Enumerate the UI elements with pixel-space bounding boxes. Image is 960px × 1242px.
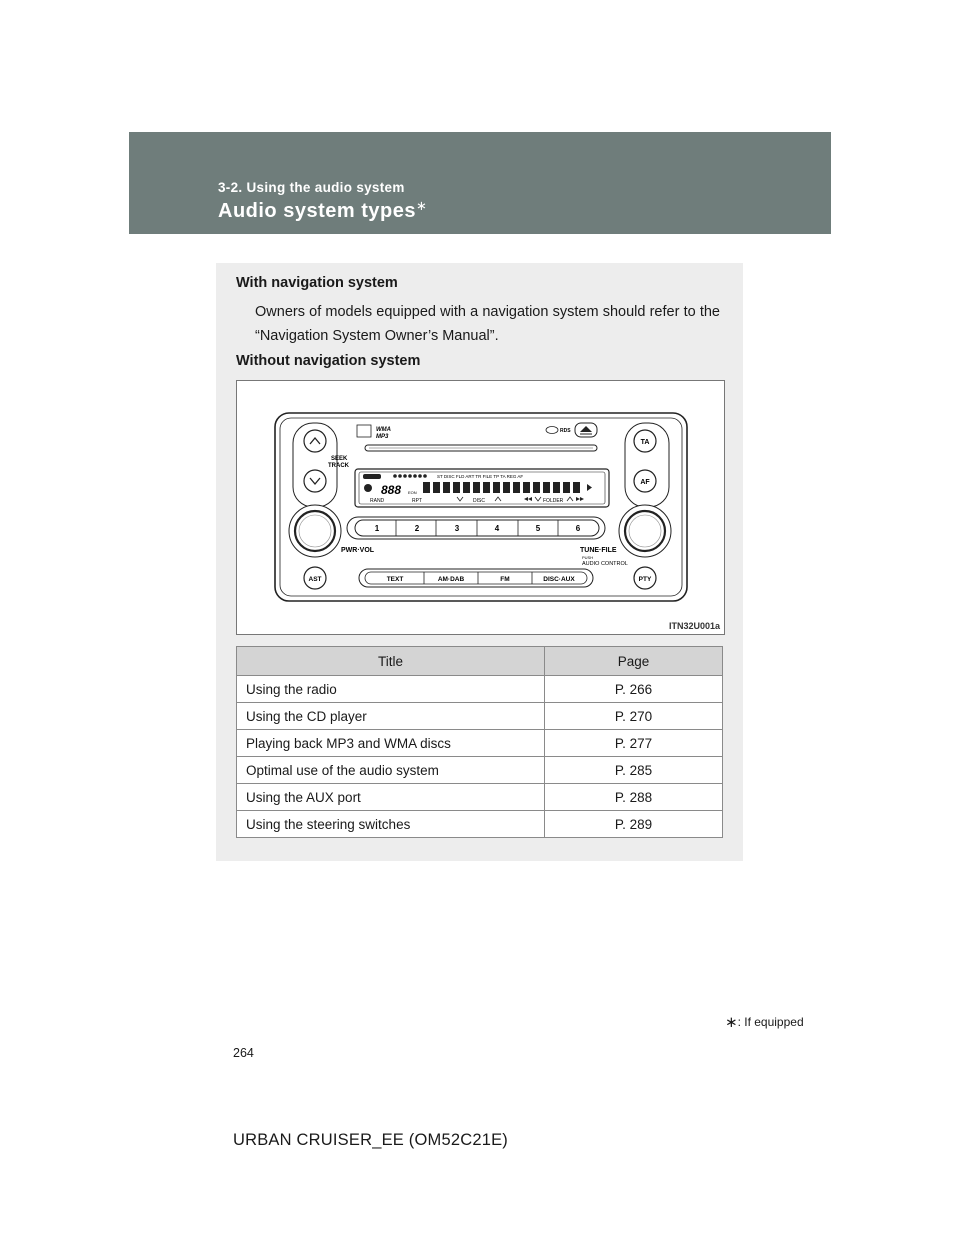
ta-label: TA bbox=[641, 439, 650, 446]
row-title: Using the steering switches bbox=[236, 810, 545, 838]
audio-unit-figure: WMA MP3 RDS SEEK TRACK TA AF ST DISC FL bbox=[236, 380, 725, 635]
disc-aux-mode-button[interactable]: DISC·AUX bbox=[543, 576, 575, 583]
topics-table: Title Page Using the radio P. 266 Using … bbox=[236, 646, 723, 838]
audio-unit-illustration: WMA MP3 RDS SEEK TRACK TA AF ST DISC FL bbox=[274, 412, 688, 602]
page-title-text: Audio system types bbox=[218, 200, 416, 222]
display-signal-icon bbox=[364, 484, 372, 492]
row-page: P. 289 bbox=[544, 810, 723, 838]
if-equipped-mark: ∗ bbox=[415, 198, 428, 213]
display-rpt: RPT bbox=[412, 498, 422, 504]
row-page: P. 285 bbox=[544, 756, 723, 784]
pty-label: PTY bbox=[639, 576, 652, 583]
pty-button[interactable] bbox=[633, 566, 657, 590]
af-button[interactable] bbox=[633, 469, 657, 493]
rds-logo: RDS bbox=[560, 428, 571, 434]
table-row: Using the AUX port P. 288 bbox=[236, 783, 723, 811]
preset-button-6[interactable]: 6 bbox=[576, 524, 581, 533]
row-title: Using the AUX port bbox=[236, 783, 545, 811]
pwr-vol-label: PWR·VOL bbox=[341, 547, 375, 554]
row-title: Using the CD player bbox=[236, 702, 545, 730]
table-header-row: Title Page bbox=[236, 646, 723, 676]
display-dot-matrix bbox=[423, 482, 580, 493]
without-nav-heading: Without navigation system bbox=[236, 353, 421, 369]
tune-file-label: TUNE·FILE bbox=[580, 547, 617, 554]
display-arrow-icon bbox=[587, 484, 592, 491]
content-panel: With navigation system Owners of models … bbox=[216, 263, 743, 861]
preset-button-5[interactable]: 5 bbox=[536, 524, 541, 533]
page-number: 264 bbox=[233, 1046, 254, 1060]
lcd-display bbox=[354, 468, 610, 508]
row-page: P. 266 bbox=[544, 675, 723, 703]
wma-logo: WMA bbox=[376, 427, 391, 433]
display-folder: FOLDER bbox=[543, 498, 564, 504]
display-disc: DISC bbox=[473, 498, 485, 504]
figure-code: ITN32U001a bbox=[668, 621, 720, 631]
row-page: P. 288 bbox=[544, 783, 723, 811]
chevron-down-icon bbox=[309, 477, 321, 486]
preset-button-3[interactable]: 3 bbox=[455, 524, 460, 533]
display-digits: 888 bbox=[381, 483, 401, 497]
preset-button-4[interactable]: 4 bbox=[495, 524, 500, 533]
display-rand: RAND bbox=[370, 498, 385, 504]
seek-down-button[interactable] bbox=[303, 469, 327, 493]
footnote: ∗: If equipped bbox=[725, 1013, 804, 1031]
rds-logo-icon bbox=[545, 426, 559, 434]
audio-control-label: AUDIO CONTROL bbox=[582, 561, 628, 567]
footnote-mark: ∗ bbox=[725, 1014, 738, 1031]
display-top-indicators: ST DISC FLD ART TR FILE TP TA REG AF bbox=[437, 474, 523, 479]
ta-button[interactable] bbox=[633, 429, 657, 453]
table-row: Playing back MP3 and WMA discs P. 277 bbox=[236, 729, 723, 757]
track-label: TRACK bbox=[328, 463, 350, 469]
row-title: Optimal use of the audio system bbox=[236, 756, 545, 784]
preset-button-1[interactable]: 1 bbox=[375, 524, 380, 533]
with-nav-heading: With navigation system bbox=[236, 275, 398, 291]
table-row: Using the CD player P. 270 bbox=[236, 702, 723, 730]
cd-logo-icon bbox=[356, 424, 372, 438]
mp3-logo: MP3 bbox=[376, 434, 389, 440]
row-page: P. 277 bbox=[544, 729, 723, 757]
eject-icon bbox=[580, 426, 592, 432]
preset-button-2[interactable]: 2 bbox=[415, 524, 420, 533]
am-dab-mode-button[interactable]: AM·DAB bbox=[438, 576, 465, 583]
row-title: Playing back MP3 and WMA discs bbox=[236, 729, 545, 757]
table-row: Using the steering switches P. 289 bbox=[236, 810, 723, 838]
cd-slot bbox=[364, 444, 598, 452]
ast-label: AST bbox=[309, 576, 322, 583]
footnote-text: : If equipped bbox=[737, 1015, 804, 1029]
row-page: P. 270 bbox=[544, 702, 723, 730]
header-band: 3-2. Using the audio system Audio system… bbox=[129, 132, 831, 234]
display-eon: EON bbox=[408, 490, 417, 495]
seek-label: SEEK bbox=[331, 456, 348, 462]
table-row: Using the radio P. 266 bbox=[236, 675, 723, 703]
table-row: Optimal use of the audio system P. 285 bbox=[236, 756, 723, 784]
ast-button[interactable] bbox=[303, 566, 327, 590]
section-label: 3-2. Using the audio system bbox=[218, 180, 405, 195]
af-label: AF bbox=[640, 479, 650, 486]
row-title: Using the radio bbox=[236, 675, 545, 703]
fm-mode-button[interactable]: FM bbox=[500, 576, 509, 583]
document-id: URBAN CRUISER_EE (OM52C21E) bbox=[233, 1131, 508, 1149]
chevron-up-icon bbox=[309, 436, 321, 445]
display-dots bbox=[393, 474, 427, 478]
column-header-title: Title bbox=[236, 646, 545, 676]
display-badge bbox=[363, 474, 381, 479]
column-header-page: Page bbox=[544, 646, 723, 676]
text-mode-button[interactable]: TEXT bbox=[387, 576, 404, 583]
page-title: Audio system types∗ bbox=[218, 198, 428, 223]
tune-file-knob[interactable] bbox=[623, 509, 667, 553]
push-label: PUSH bbox=[582, 555, 593, 560]
pwr-vol-knob[interactable] bbox=[293, 509, 337, 553]
seek-up-button[interactable] bbox=[303, 429, 327, 453]
with-nav-text: Owners of models equipped with a navigat… bbox=[255, 304, 720, 344]
